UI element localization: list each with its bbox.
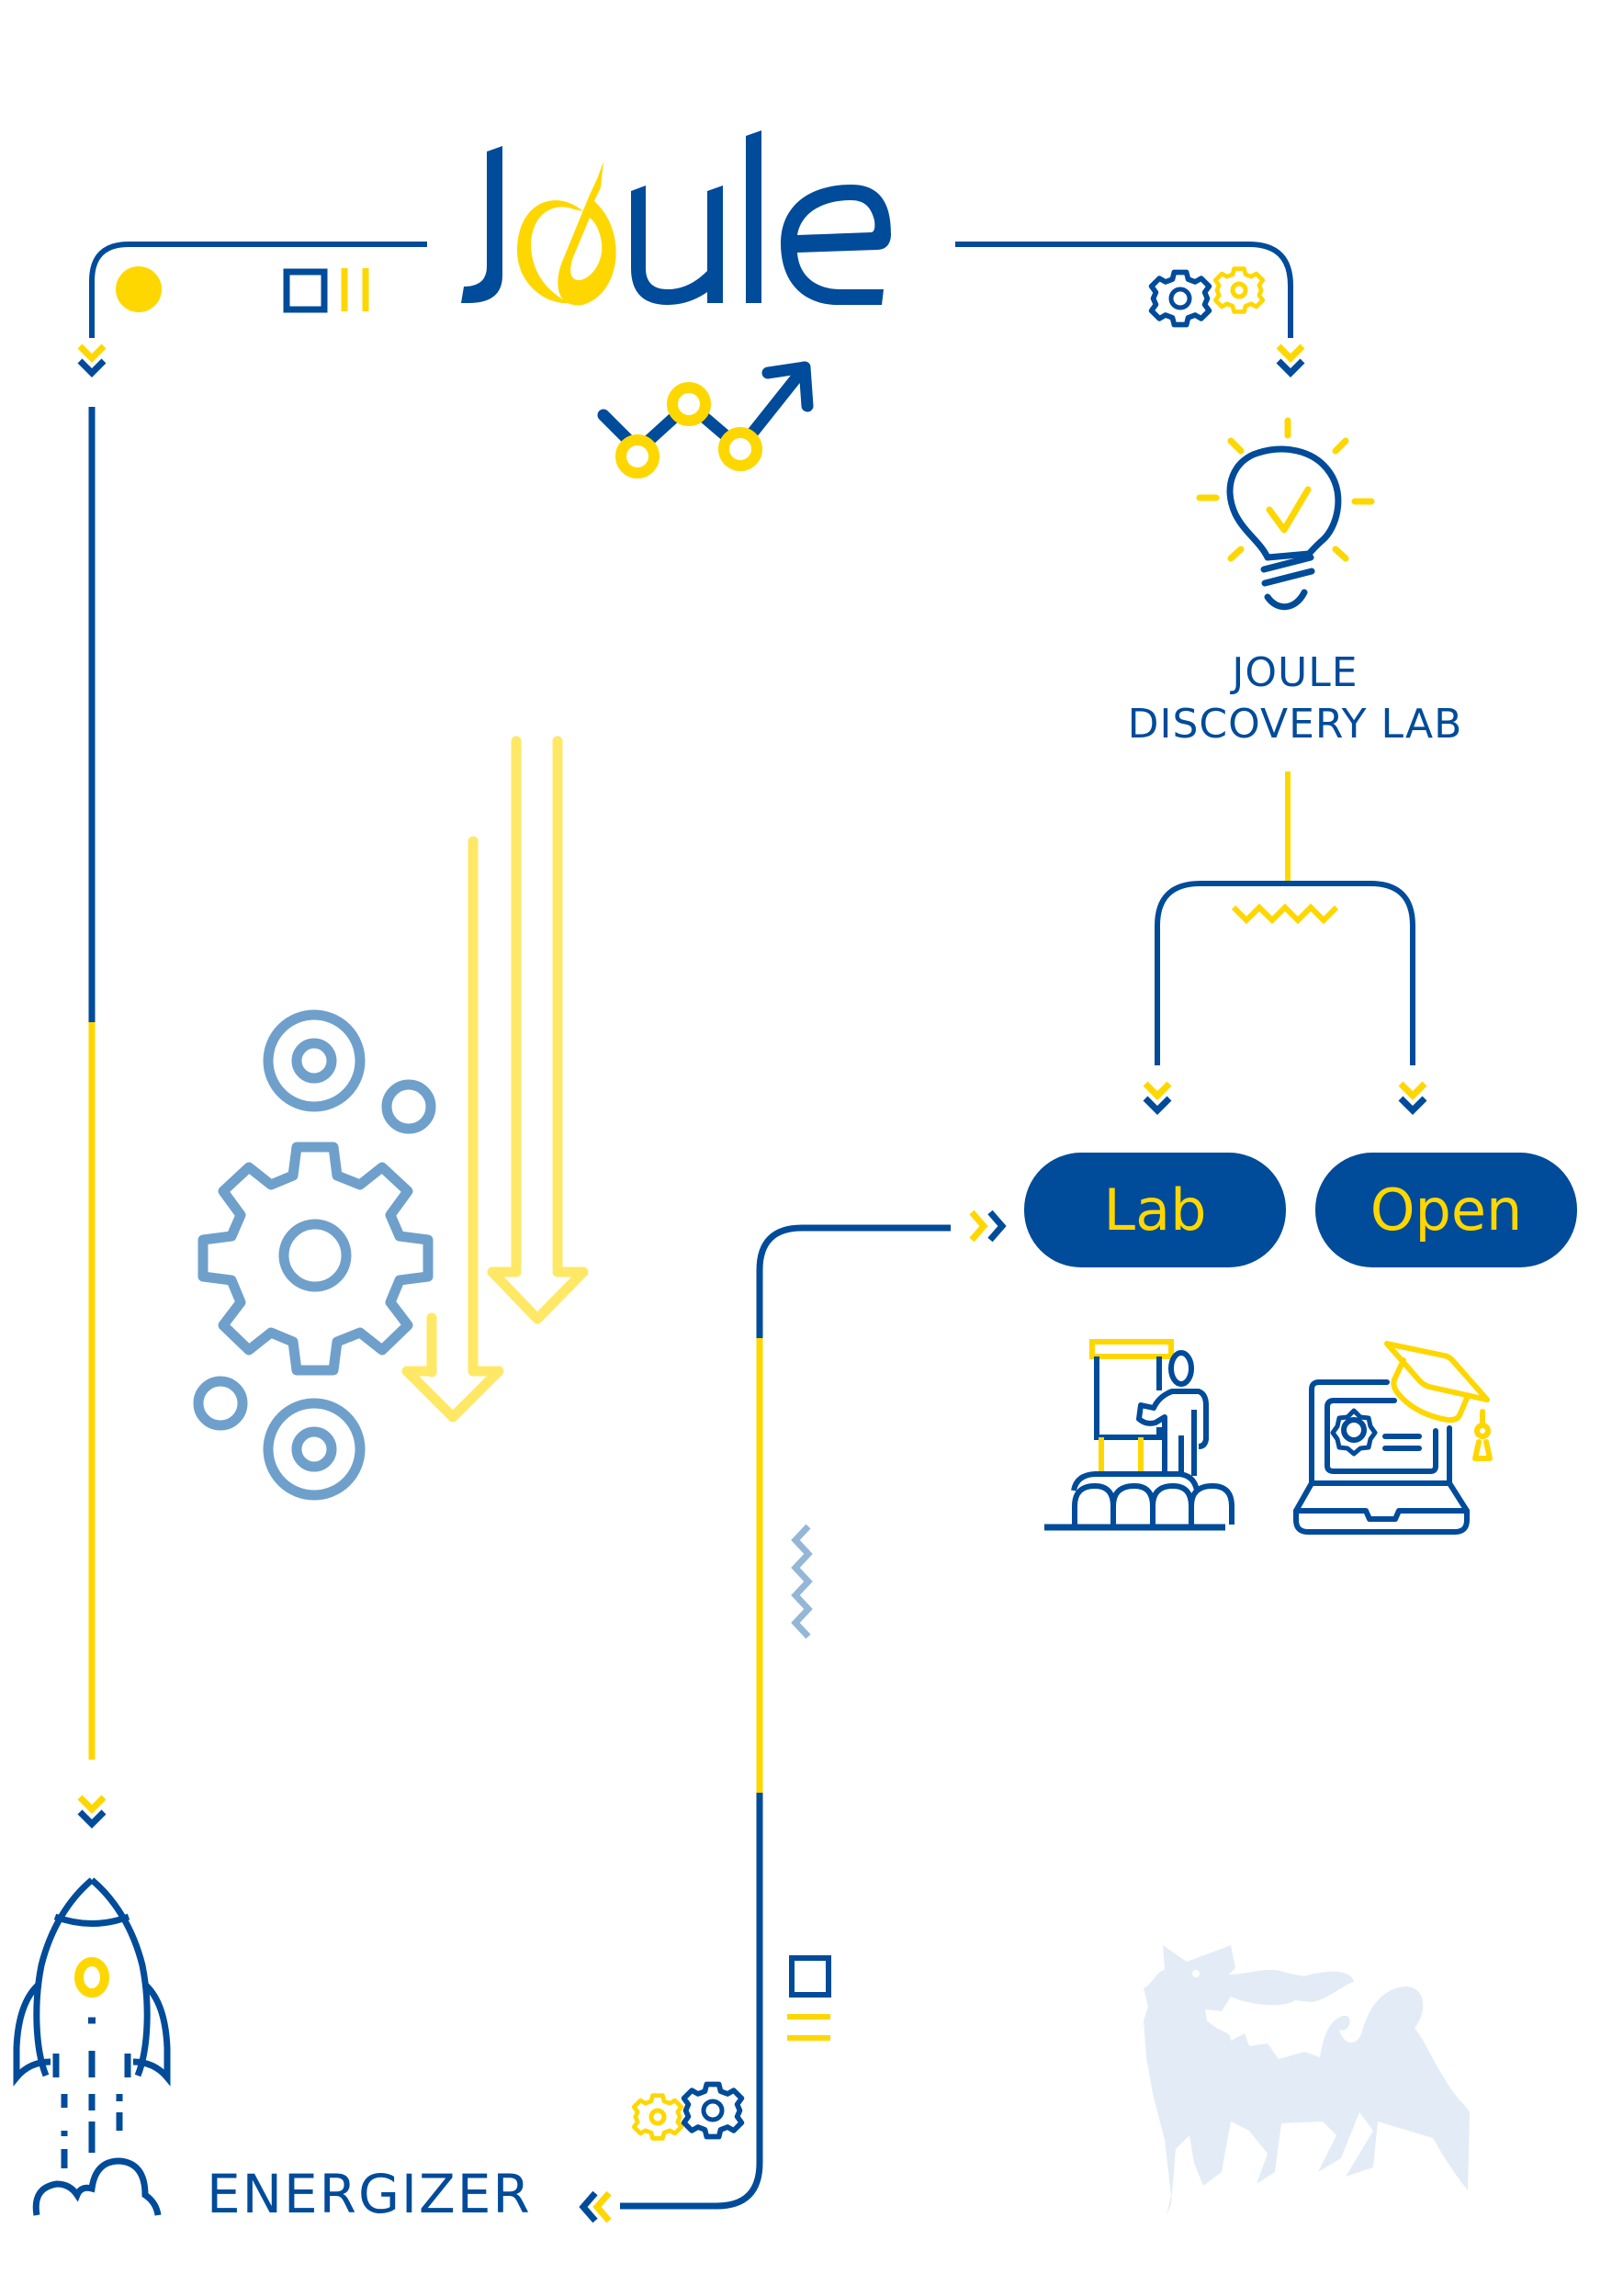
chevron-down-icon <box>80 346 104 373</box>
gear-icon <box>197 1142 434 1376</box>
chevron-left-icon <box>579 2190 612 2223</box>
laptop-graduation-icon <box>1293 1341 1493 1535</box>
square-outline <box>283 268 328 313</box>
middle-connector <box>579 1210 1007 2223</box>
yellow-dot <box>116 266 162 312</box>
top-left-connector <box>80 242 427 373</box>
chevron-down-icon <box>80 1797 104 1824</box>
gears-icon <box>634 2085 741 2139</box>
six-legged-dog-logo <box>1144 1945 1470 2215</box>
lab-button[interactable]: Lab <box>1024 1153 1286 1267</box>
zigzag-decoration <box>791 1524 813 1639</box>
open-button-label: Open <box>1370 1176 1523 1244</box>
left-connector <box>80 407 104 1824</box>
rocket-icon <box>13 1877 171 2216</box>
discovery-lab-title-line2: DISCOVERY LAB <box>1127 701 1463 748</box>
down-arrows-icon <box>401 736 589 1423</box>
presentation-audience-icon <box>1044 1339 1234 1531</box>
lab-button-label: Lab <box>1103 1176 1207 1244</box>
square-outline <box>789 1955 831 1998</box>
chevron-down-icon <box>1401 1084 1425 1110</box>
energizer-label: ENERGIZER <box>207 2163 532 2225</box>
discovery-lab-title: JOULE DISCOVERY LAB <box>1047 647 1543 750</box>
top-right-connector <box>955 242 1302 373</box>
open-button[interactable]: Open <box>1315 1153 1577 1267</box>
trend-up-arrow-icon <box>597 361 814 478</box>
branch-connector <box>1145 771 1425 1110</box>
joule-logo <box>461 130 891 306</box>
discovery-lab-title-line1: JOULE <box>1232 649 1358 696</box>
gears-icon <box>1152 269 1263 325</box>
lightbulb-check-icon <box>1196 417 1375 611</box>
chevron-down-icon <box>1279 346 1302 373</box>
chevron-down-icon <box>1145 1084 1169 1110</box>
concentric-circles-icon <box>193 1009 436 1501</box>
chevron-right-icon <box>969 1210 1007 1243</box>
